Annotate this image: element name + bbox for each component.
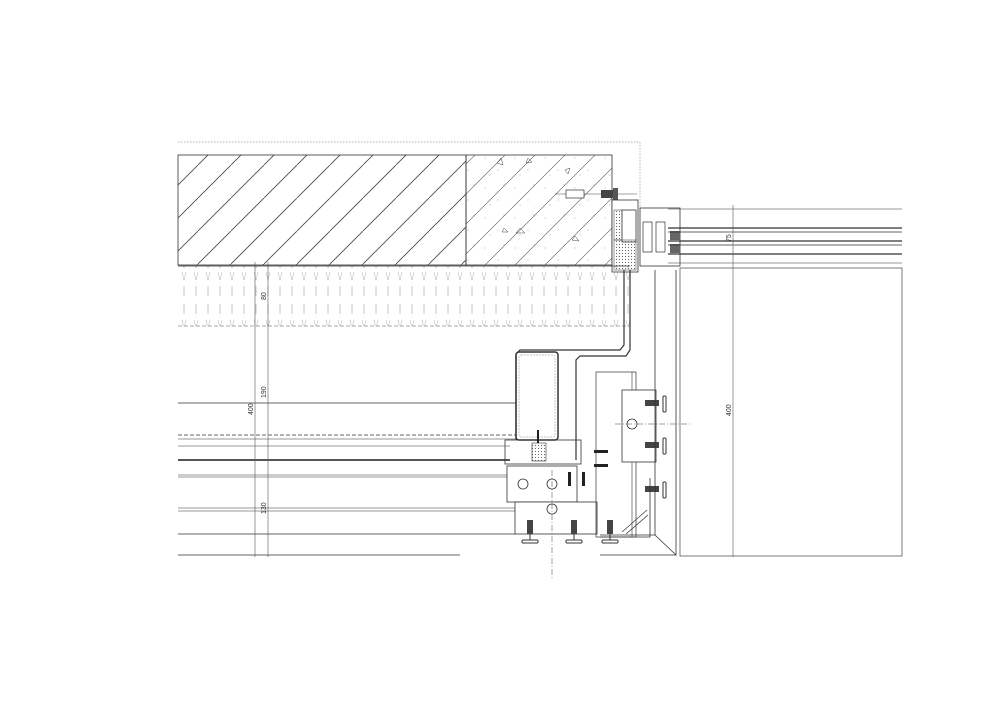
bolt-icon (565, 520, 583, 544)
glazing-unit (639, 207, 902, 267)
bracket-assembly (504, 430, 619, 580)
anchor-bolt (555, 188, 637, 200)
bolt-icon (521, 520, 539, 544)
dimension-lines-left (254, 262, 269, 557)
edge-channel (611, 199, 639, 273)
ceiling-lines (178, 402, 516, 556)
insulation-layer (178, 265, 630, 327)
dimension-190: 190 (261, 386, 268, 398)
dimension-80: 80 (261, 292, 268, 300)
dimension-400-right: 400 (726, 404, 733, 416)
dimension-75: 75 (726, 234, 733, 242)
cladding-frame (600, 267, 903, 557)
bolt-icon (645, 437, 667, 455)
concrete-slab (177, 154, 467, 266)
outline-boundary (178, 141, 641, 210)
bolt-icon (645, 481, 667, 499)
bolt-icon (645, 395, 667, 413)
concrete-edge-beam (465, 154, 613, 266)
bolt-icon (601, 520, 619, 544)
mullion-bracket (595, 371, 690, 538)
dimension-130: 130 (261, 502, 268, 514)
dimension-400-left: 400 (248, 403, 255, 415)
